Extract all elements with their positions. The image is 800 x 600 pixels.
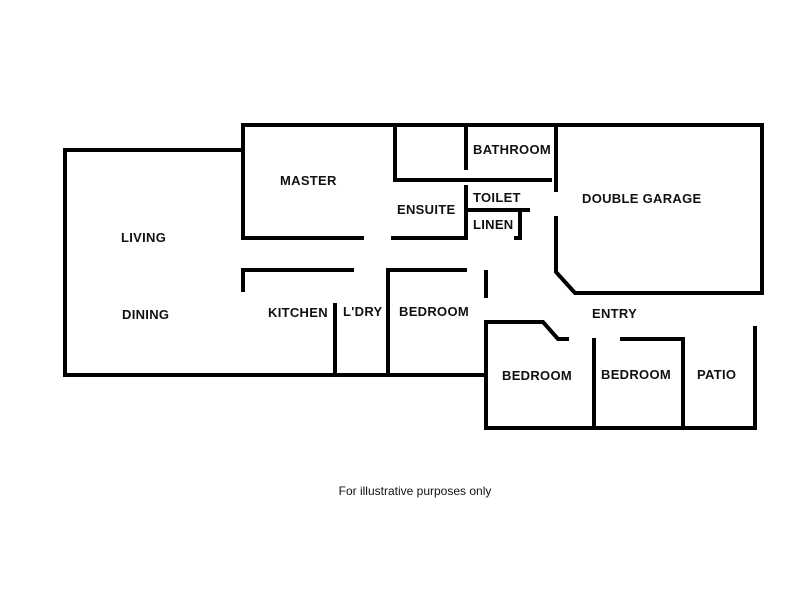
wall-linen-side [514, 210, 522, 240]
room-label-bedroom-3: BEDROOM [502, 368, 572, 383]
room-label-master: MASTER [280, 173, 337, 188]
room-label-bedroom-4: BEDROOM [601, 367, 671, 382]
room-label-ensuite: ENSUITE [397, 202, 455, 217]
room-label-kitchen: KITCHEN [268, 305, 328, 320]
room-label-living: LIVING [121, 230, 166, 245]
room-label-laundry: L'DRY [343, 304, 383, 319]
wall-ensuite-closet [393, 123, 552, 182]
wall-bedroom4-top [620, 337, 685, 430]
room-label-linen: LINEN [473, 217, 514, 232]
wall-garage-left-lower [554, 123, 764, 295]
room-label-dining: DINING [122, 307, 169, 322]
wall-bedroom3-top [484, 320, 569, 341]
room-labels: LIVING DINING MASTER ENSUITE BATHROOM TO… [121, 142, 736, 383]
wall-living-outer [63, 148, 486, 377]
room-label-patio: PATIO [697, 367, 736, 382]
room-label-double-garage: DOUBLE GARAGE [582, 191, 701, 206]
room-label-toilet: TOILET [473, 190, 521, 205]
wall-master-top [241, 123, 364, 240]
room-label-entry: ENTRY [592, 306, 637, 321]
room-label-bathroom: BATHROOM [473, 142, 551, 157]
wall-laundry-top [386, 268, 467, 377]
room-label-bedroom-2: BEDROOM [399, 304, 469, 319]
wall-lower-wing [484, 320, 757, 430]
wall-kitchen-top [241, 268, 354, 292]
walls [63, 123, 764, 430]
disclaimer-caption: For illustrative purposes only [338, 484, 492, 498]
